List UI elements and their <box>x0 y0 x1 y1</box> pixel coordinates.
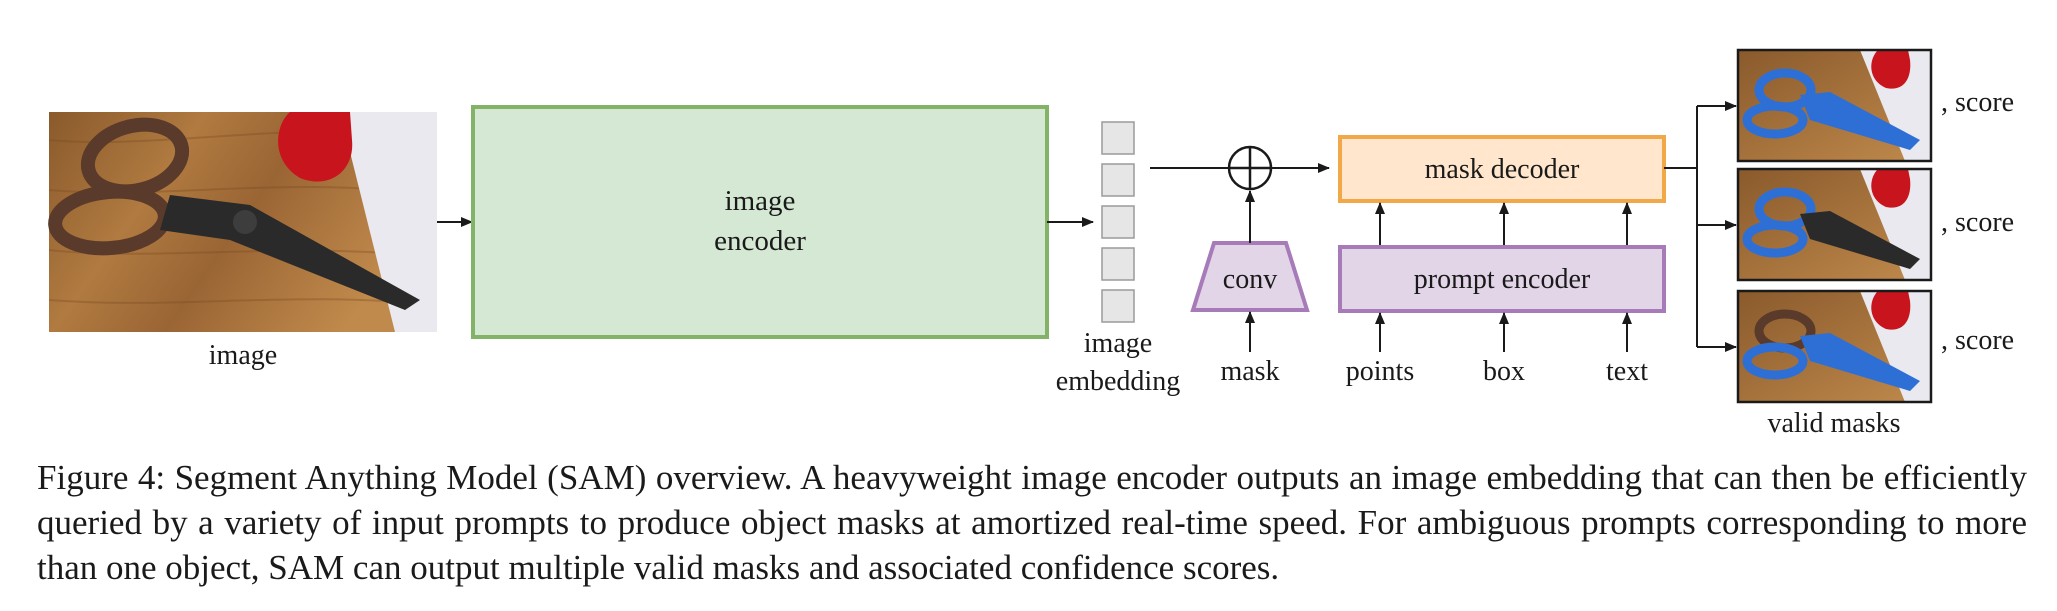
image-encoder-label-line1: image <box>725 185 796 217</box>
embedding-cell <box>1101 247 1135 281</box>
image-encoder-box <box>471 105 1049 339</box>
embedding-label-line2: embedding <box>1056 366 1180 397</box>
conv-block <box>1190 241 1310 312</box>
prompt-encoder-label: prompt encoder <box>1414 264 1591 295</box>
mask-decoder-label: mask decoder <box>1425 154 1580 185</box>
prompt-input-points: points <box>1346 356 1414 387</box>
score-label-2: , score <box>1941 207 2014 238</box>
input-image-photo <box>48 112 438 332</box>
prompt-input-text: text <box>1606 356 1648 387</box>
output-mask-1 <box>1736 48 1933 163</box>
valid-masks-label: valid masks <box>1768 408 1901 439</box>
output-mask-3 <box>1736 289 1933 404</box>
figure-caption: Figure 4: Segment Anything Model (SAM) o… <box>37 458 2027 587</box>
embedding-cell <box>1101 121 1135 155</box>
prompt-input-box: box <box>1483 356 1525 387</box>
mask-decoder-box <box>1338 135 1666 203</box>
input-image-label: image <box>209 340 277 371</box>
mask-input-label: mask <box>1220 356 1279 387</box>
conv-label: conv <box>1223 264 1277 295</box>
embedding-cell <box>1101 205 1135 239</box>
score-label-3: , score <box>1941 325 2014 356</box>
score-label-1: , score <box>1941 87 2014 118</box>
image-embedding-stack <box>1101 121 1135 323</box>
image-encoder-label-line2: encoder <box>714 225 806 257</box>
prompt-encoder-box <box>1338 245 1666 313</box>
embedding-cell <box>1101 163 1135 197</box>
embedding-cell <box>1101 289 1135 323</box>
output-mask-2 <box>1736 167 1933 282</box>
decoder-output-branches <box>1664 106 1698 347</box>
element-wise-sum-node <box>1227 145 1273 191</box>
embedding-label-line1: image <box>1084 328 1152 359</box>
